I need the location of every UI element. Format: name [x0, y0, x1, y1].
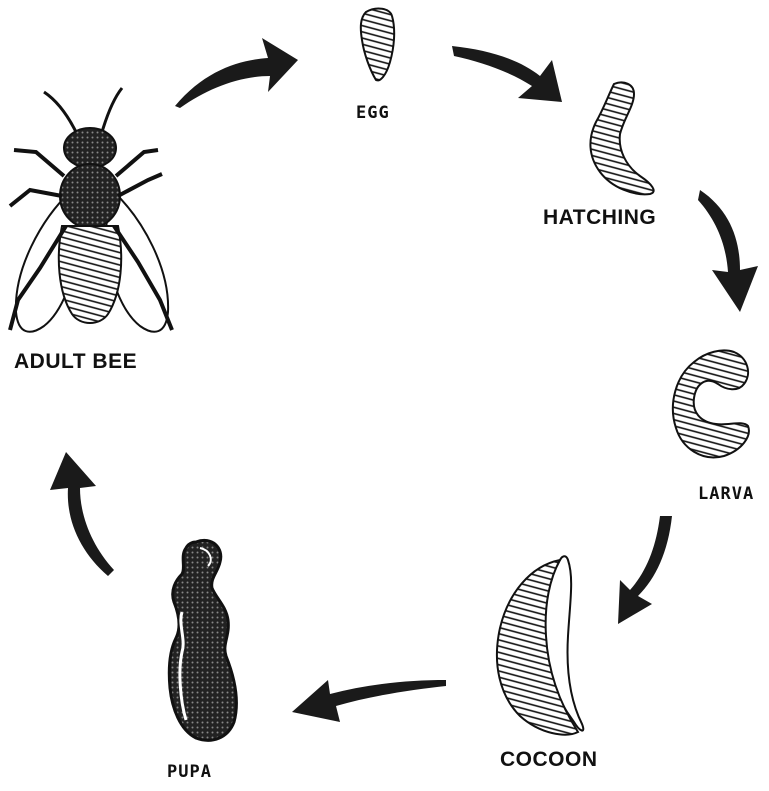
- arrow-adult-to-egg: [175, 38, 298, 108]
- arrow-hatching-to-larva: [698, 190, 758, 312]
- arrow-larva-to-cocoon: [618, 516, 672, 624]
- arrow-cocoon-to-pupa: [292, 680, 446, 722]
- hatching-label: HATCHING: [543, 206, 656, 230]
- arrow-egg-to-hatching: [452, 46, 562, 102]
- larva-illustration: [673, 350, 749, 457]
- arrow-pupa-to-adult: [50, 452, 114, 576]
- larva-label: LARVA: [698, 484, 754, 504]
- egg-illustration: [361, 9, 394, 81]
- cocoon-illustration: [497, 556, 583, 734]
- adult-bee-illustration: [10, 88, 172, 332]
- egg-label: EGG: [356, 103, 390, 123]
- cocoon-label: COCOON: [500, 748, 598, 772]
- pupa-illustration: [169, 540, 236, 740]
- pupa-label: PUPA: [167, 762, 212, 782]
- hatching-illustration: [590, 82, 653, 194]
- adult-bee-label: ADULT BEE: [14, 350, 137, 374]
